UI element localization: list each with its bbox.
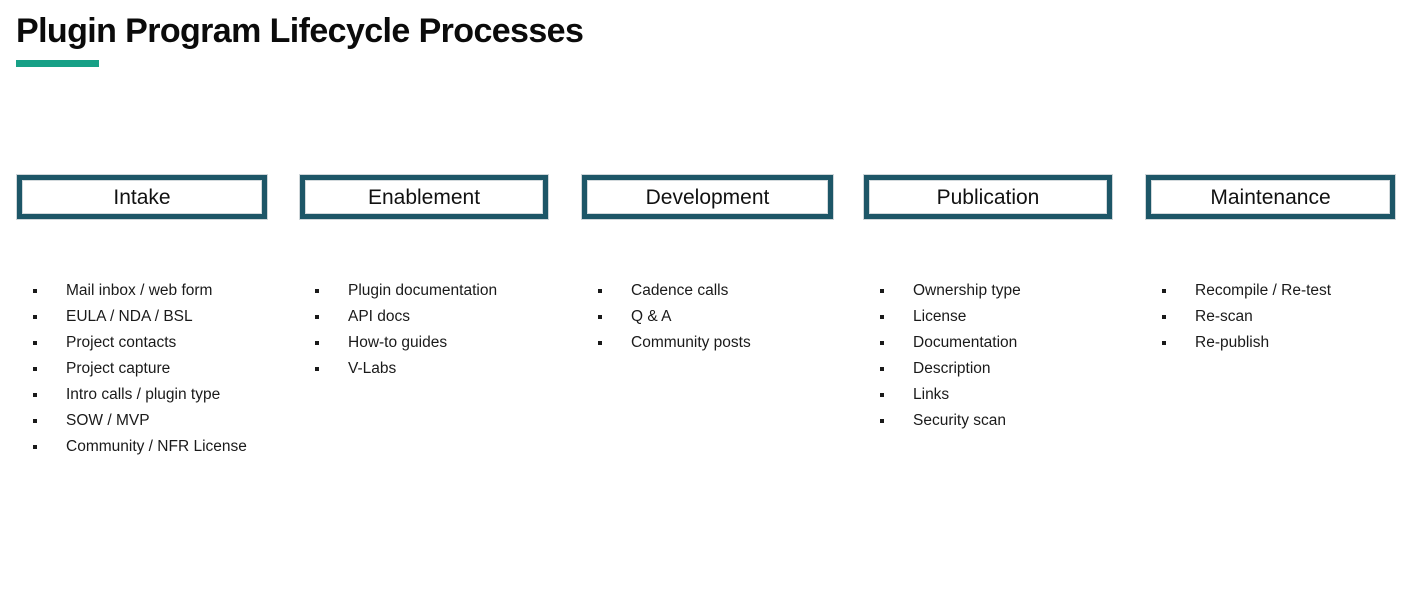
phase-label-enablement: Enablement — [367, 185, 481, 209]
bullet-icon — [315, 289, 319, 293]
phase-label-intake: Intake — [113, 185, 171, 209]
bullet-icon — [33, 445, 37, 449]
list-item-label: Plugin documentation — [348, 282, 498, 299]
list-item-label: How-to guides — [348, 334, 448, 351]
bullet-icon — [315, 341, 319, 345]
page-title: Plugin Program Lifecycle Processes — [16, 12, 584, 50]
bullet-icon — [33, 315, 37, 319]
bullet-icon — [1162, 315, 1166, 319]
bullet-icon — [598, 315, 602, 319]
list-item-label: Intro calls / plugin type — [66, 386, 221, 403]
bullet-icon — [33, 393, 37, 397]
bullet-icon — [315, 367, 319, 371]
list-item-label: Ownership type — [913, 282, 1021, 299]
phase-box-inner-enablement: Enablement — [305, 180, 543, 214]
list-item-label: Project contacts — [66, 334, 177, 351]
title-accent-bar — [16, 60, 99, 67]
bullet-icon — [33, 367, 37, 371]
list-item-label: V-Labs — [348, 360, 397, 377]
list-item-label: Description — [913, 360, 991, 377]
phase-box-publication[interactable]: Publication — [863, 174, 1113, 220]
phase-box-inner-development: Development — [587, 180, 828, 214]
phase-label-publication: Publication — [936, 185, 1040, 209]
phase-label-development: Development — [645, 185, 770, 209]
list-item-label: License — [913, 308, 967, 325]
list-item-label: Documentation — [913, 334, 1018, 351]
list-item-label: SOW / MVP — [66, 412, 150, 429]
bullet-icon — [315, 315, 319, 319]
bullet-icon — [1162, 341, 1166, 345]
list-item-label: API docs — [348, 308, 411, 325]
list-item-label: Community posts — [631, 334, 751, 351]
bullet-icon — [880, 315, 884, 319]
bullet-icon — [598, 341, 602, 345]
phase-box-inner-publication: Publication — [869, 180, 1107, 214]
bullet-icon — [880, 289, 884, 293]
bullet-icon — [33, 419, 37, 423]
bullet-icon — [880, 367, 884, 371]
phase-box-inner-maintenance: Maintenance — [1151, 180, 1390, 214]
phase-box-intake[interactable]: Intake — [16, 174, 268, 220]
phase-label-maintenance: Maintenance — [1210, 185, 1331, 209]
phase-box-inner-intake: Intake — [22, 180, 262, 214]
bullet-icon — [1162, 289, 1166, 293]
list-item-label: Cadence calls — [631, 282, 729, 299]
list-item-label: Links — [913, 386, 950, 403]
list-item-label: Q & A — [631, 308, 672, 325]
list-item-label: Security scan — [913, 412, 1007, 429]
bullet-icon — [880, 341, 884, 345]
list-item-label: EULA / NDA / BSL — [66, 308, 193, 325]
list-item-label: Recompile / Re-test — [1195, 282, 1332, 299]
phase-box-maintenance[interactable]: Maintenance — [1145, 174, 1396, 220]
bullet-icon — [33, 341, 37, 345]
bullet-icon — [880, 419, 884, 423]
phase-box-development[interactable]: Development — [581, 174, 834, 220]
list-item-label: Re-scan — [1195, 308, 1253, 325]
list-item-label: Project capture — [66, 360, 171, 377]
list-item-label: Mail inbox / web form — [66, 282, 213, 299]
bullet-icon — [880, 393, 884, 397]
bullet-icon — [598, 289, 602, 293]
list-item-label: Re-publish — [1195, 334, 1270, 351]
phase-box-enablement[interactable]: Enablement — [299, 174, 549, 220]
list-item-label: Community / NFR License — [66, 438, 247, 455]
bullet-icon — [33, 289, 37, 293]
